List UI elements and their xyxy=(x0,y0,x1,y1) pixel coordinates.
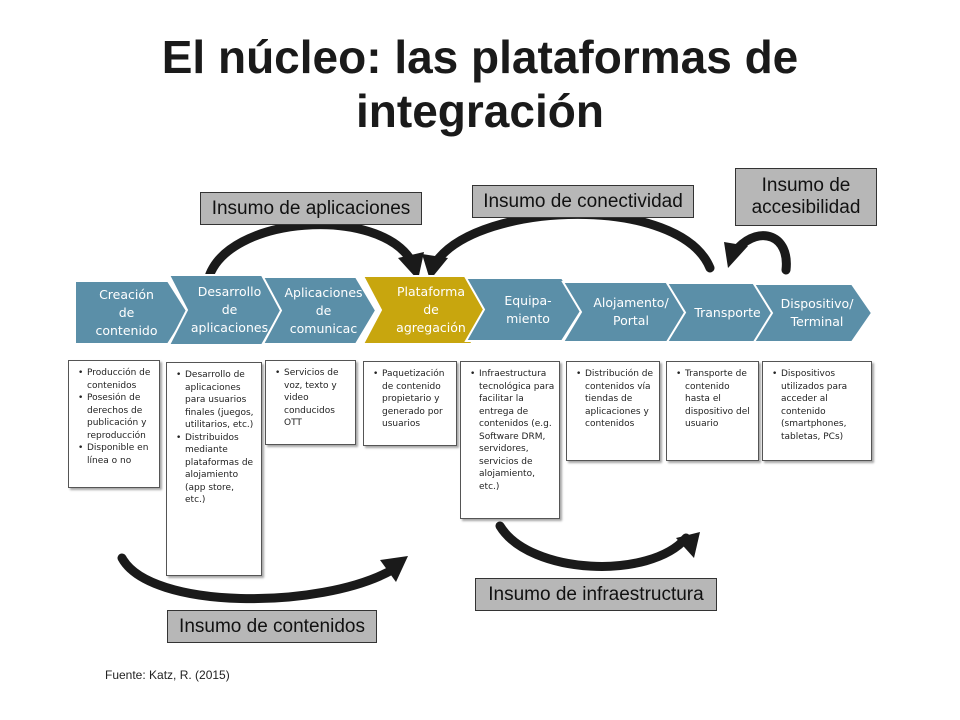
description-item: Infraestructura tecnológica para facilit… xyxy=(470,368,555,493)
arrow-contenidos-head xyxy=(380,556,408,582)
chain-step-3-line-2: de xyxy=(315,302,332,318)
chain-step-2-line-2: de xyxy=(221,302,238,317)
description-box-1: Producción de contenidosPosesión de dere… xyxy=(68,360,160,488)
chain-step-7-label: Transporte xyxy=(685,304,770,322)
arrow-accesibilidad-head xyxy=(724,242,748,268)
description-item: Transporte de contenido hasta el disposi… xyxy=(676,368,754,431)
description-box-5: Infraestructura tecnológica para facilit… xyxy=(460,361,560,519)
chain-step-3-label: Aplicaciones de comunicac xyxy=(281,284,366,338)
chain-step-4-label: Plataforma de agregación xyxy=(381,283,481,337)
arrow-conectividad xyxy=(431,209,715,273)
chain-step-6-line-2: Portal xyxy=(613,313,649,328)
chain-step-1-line-1: Creación xyxy=(99,286,154,302)
chain-step-8-line-2: Terminal xyxy=(790,314,844,329)
title-line-1: El núcleo: las plataformas de xyxy=(161,31,799,83)
description-box-4: Paquetización de contenido propietario y… xyxy=(363,361,457,446)
chain-step-1-line-2: de xyxy=(118,304,135,320)
chain-step-4-chevron xyxy=(361,275,493,345)
description-box-3: Servicios de voz, texto y video conducid… xyxy=(265,360,356,445)
description-item: Distribuidos mediante plataformas de alo… xyxy=(176,432,257,507)
description-item: Paquetización de contenido propietario y… xyxy=(373,368,452,431)
chain-step-2-label: Desarrollo de aplicaciones xyxy=(187,283,272,337)
chain-step-1-label: Creación de contenido xyxy=(75,286,178,340)
chain-step-4-line-3: agregación xyxy=(396,320,466,335)
chain-step-8-chevron xyxy=(752,283,874,343)
insumo-aplicaciones-label: Insumo de aplicaciones xyxy=(200,192,422,225)
arrow-infraestructura xyxy=(495,521,691,571)
chain-step-3-line-3: comunicac xyxy=(289,320,358,336)
chain-step-5-chevron xyxy=(464,277,584,342)
description-box-8: Dispositivos utilizados para acceder al … xyxy=(762,361,872,461)
chain-step-5-label: Equipa-miento xyxy=(484,292,572,328)
description-box-6: Distribución de contenidos vía tiendas d… xyxy=(566,361,660,461)
description-item: Servicios de voz, texto y video conducid… xyxy=(275,367,351,430)
chain-step-5-line-1: Equipa- xyxy=(504,292,552,308)
chain-step-4-line-1: Plataforma xyxy=(396,284,466,299)
source-note: Fuente: Katz, R. (2015) xyxy=(105,668,230,682)
arrow-aplicaciones xyxy=(203,220,417,285)
chain-step-2-line-1: Desarrollo xyxy=(197,284,262,299)
description-item: Desarrollo de aplicaciones para usuarios… xyxy=(176,369,257,432)
chain-step-3-line-1: Aplicaciones xyxy=(284,284,363,300)
arrow-contenidos xyxy=(117,553,397,604)
chain-step-3-chevron xyxy=(261,276,378,345)
page-title: El núcleo: las plataformas de integració… xyxy=(0,30,960,138)
insumo-contenidos-label: Insumo de contenidos xyxy=(167,610,377,643)
description-item: Producción de contenidos xyxy=(78,367,155,392)
description-box-2: Desarrollo de aplicaciones para usuarios… xyxy=(166,362,262,576)
chain-step-4-line-2: de xyxy=(423,302,439,317)
title-line-2: integración xyxy=(356,85,604,137)
arrow-infraestructura-head xyxy=(676,532,700,558)
arrow-conectividad-head xyxy=(422,254,448,280)
chain-step-1-chevron xyxy=(74,280,190,345)
description-item: Posesión de derechos de publicación y re… xyxy=(78,392,155,442)
chain-step-5-line-2: miento xyxy=(506,310,550,326)
description-item: Distribución de contenidos vía tiendas d… xyxy=(576,368,655,431)
description-item: Disponible en línea o no xyxy=(78,442,155,467)
chain-step-6-line-1: Alojamento/ xyxy=(593,295,669,310)
arrow-accesibilidad xyxy=(733,231,791,275)
chain-step-1-line-3: contenido xyxy=(95,322,158,338)
chain-step-8-line-1: Dispositivo/ xyxy=(780,296,854,311)
arrow-aplicaciones-head xyxy=(398,252,424,280)
insumo-infraestructura-label: Insumo de infraestructura xyxy=(475,578,717,611)
chain-step-2-line-3: aplicaciones xyxy=(190,320,269,335)
description-item: Dispositivos utilizados para acceder al … xyxy=(772,368,867,443)
chain-step-6-label: Alojamento/Portal xyxy=(581,294,681,330)
chain-step-8-label: Dispositivo/Terminal xyxy=(772,295,862,331)
insumo-conectividad-label: Insumo de conectividad xyxy=(472,185,694,218)
description-box-7: Transporte de contenido hasta el disposi… xyxy=(666,361,759,461)
chain-step-7-line-1: Transporte xyxy=(694,304,761,320)
insumo-accesibilidad-label: Insumo de accesibilidad xyxy=(735,168,877,226)
